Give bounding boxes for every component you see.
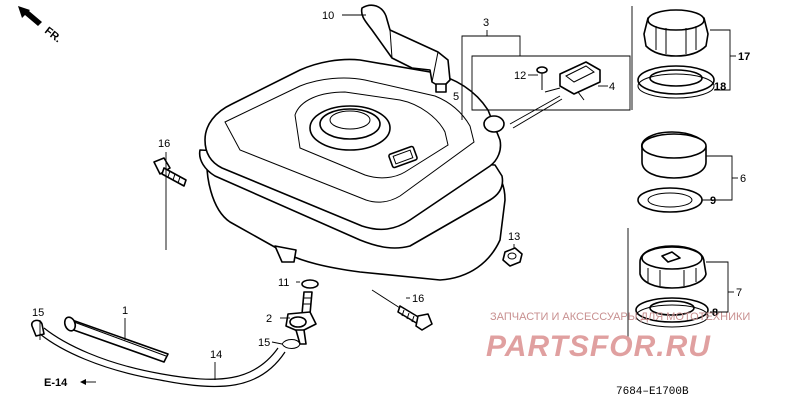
bolt-16-lower — [397, 305, 433, 331]
section-ref-arrow-icon — [80, 379, 86, 385]
nut-13 — [502, 247, 523, 267]
callout-1: 1 — [122, 305, 128, 317]
watermark-tagline: ЗАПЧАСТИ И АКСЕССУАРЫ ДЛЯ МОТОТЕХНИКИ — [490, 311, 750, 323]
callout-5: 5 — [453, 91, 459, 103]
gasket-8 — [635, 297, 709, 328]
fuel-cap-17 — [643, 9, 709, 57]
callout-9: 9 — [710, 195, 716, 207]
fuel-cock-2 — [285, 291, 317, 345]
fuel-tube-1 — [63, 316, 169, 363]
fuel-cap-6 — [641, 131, 707, 179]
fuel-tank — [198, 58, 506, 281]
fuel-cap-7 — [639, 245, 707, 289]
callout-10: 10 — [322, 10, 334, 22]
callout-17: 17 — [738, 51, 750, 63]
callout-14: 14 — [210, 349, 222, 361]
section-reference: E-14 — [44, 377, 68, 389]
callout-18: 18 — [714, 81, 726, 93]
callout-4: 4 — [609, 81, 615, 93]
bolt-16-upper — [153, 157, 187, 187]
washer-11 — [301, 279, 319, 289]
leader-lines — [39, 6, 738, 383]
callout-2: 2 — [266, 313, 272, 325]
tank-bracket — [360, 4, 451, 93]
callout-16-lower: 16 — [412, 293, 424, 305]
callout-11: 11 — [278, 277, 289, 289]
callout-8: 8 — [712, 307, 718, 319]
callout-13: 13 — [508, 231, 520, 243]
drawing-code: 7684–E1700B — [616, 386, 689, 398]
screw-12 — [536, 66, 548, 90]
callout-3: 3 — [483, 17, 489, 29]
callout-16-upper: 16 — [158, 138, 170, 150]
callout-7: 7 — [736, 287, 742, 299]
fuel-tube-14 — [39, 327, 286, 388]
fuel-gauge-assembly — [483, 61, 601, 133]
callout-15-right: 15 — [258, 337, 270, 349]
watermark-brand: PARTSFOR.RU — [486, 330, 711, 363]
front-direction-arrow-icon — [18, 6, 42, 26]
callout-12: 12 — [514, 70, 526, 82]
callout-15-left: 15 — [32, 307, 44, 319]
front-direction-label: FR. — [42, 25, 63, 45]
gasket-18 — [637, 65, 715, 99]
clip-15-left — [30, 319, 45, 337]
gasket-9 — [637, 187, 703, 213]
clip-15-right — [281, 339, 301, 349]
callout-6: 6 — [740, 173, 746, 185]
